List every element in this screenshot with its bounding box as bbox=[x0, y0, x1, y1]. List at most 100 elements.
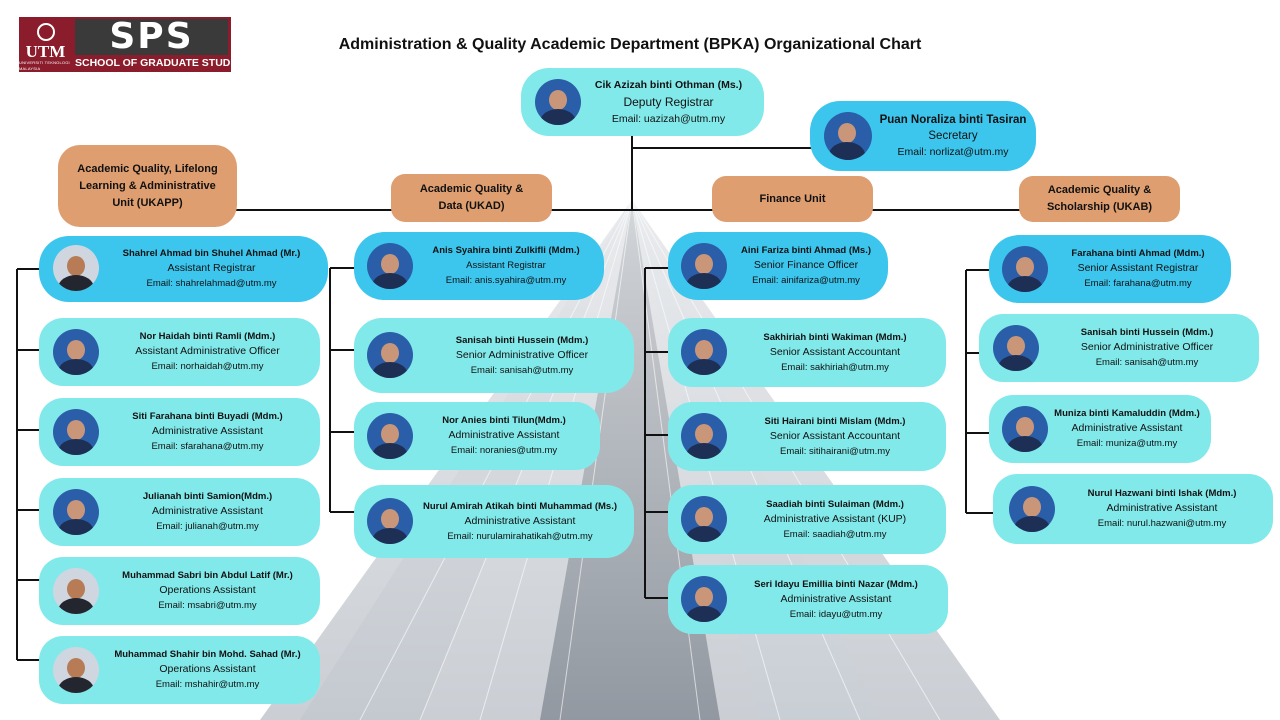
staff-photo bbox=[681, 413, 727, 459]
staff-card-ukad-1: Sanisah binti Hussein (Mdm.) Senior Admin… bbox=[354, 318, 634, 393]
staff-photo bbox=[53, 568, 99, 614]
person-name: Puan Noraliza binti Tasiran bbox=[879, 113, 1027, 126]
person-role: Operations Assistant bbox=[159, 584, 256, 596]
person-role: Senior Assistant Accountant bbox=[769, 429, 901, 442]
person-role: Senior Assistant Registrar bbox=[1077, 262, 1199, 274]
person-name: Julianah binti Samion(Mdm.) bbox=[142, 491, 273, 502]
person-email: Email: anis.syahira@utm.my bbox=[445, 275, 567, 286]
person-email: Email: sakhiriah@utm.my bbox=[781, 361, 889, 373]
person-name: Sakhiriah binti Wakiman (Mdm.) bbox=[763, 331, 907, 343]
staff-card-ukab-3: Nurul Hazwani binti Ishak (Mdm.) Administ… bbox=[993, 474, 1273, 544]
person-email: Email: julianah@utm.my bbox=[156, 521, 259, 532]
person-role: Deputy Registrar bbox=[623, 94, 714, 109]
staff-card-finance-3: Saadiah binti Sulaiman (Mdm.)Administrat… bbox=[668, 485, 946, 554]
staff-photo bbox=[53, 489, 99, 535]
staff-photo bbox=[1002, 406, 1048, 452]
secretary-card: Puan Noraliza binti Tasiran Secretary Em… bbox=[810, 101, 1036, 171]
person-email: Email: muniza@utm.my bbox=[1076, 438, 1178, 449]
sps-logo[interactable]: UTM UNIVERSITI TEKNOLOGI MALAYSIA SPS SC… bbox=[19, 17, 248, 72]
staff-photo bbox=[824, 112, 872, 160]
staff-photo bbox=[53, 245, 99, 291]
person-role: Senior Administrative Officer bbox=[455, 348, 589, 361]
person-name: Nurul Hazwani binti Ishak (Mdm.) bbox=[1087, 488, 1237, 499]
staff-photo bbox=[681, 496, 727, 542]
person-role: Assistant Administrative Officer bbox=[135, 345, 280, 357]
staff-photo bbox=[681, 329, 727, 375]
staff-card-ukapp-0: Shahrel Ahmad bin Shuhel Ahmad (Mr.) Assi… bbox=[39, 236, 328, 302]
person-role: Administrative Assistant bbox=[1106, 502, 1218, 514]
person-name: Seri Idayu Emillia binti Nazar (Mdm.) bbox=[754, 578, 918, 590]
staff-photo bbox=[53, 409, 99, 455]
person-role: Administrative Assistant bbox=[464, 514, 576, 527]
person-email: Email: sfarahana@utm.my bbox=[151, 441, 264, 452]
staff-card-ukapp-1: Nor Haidah binti Ramli (Mdm.) Assistant A… bbox=[39, 318, 320, 386]
staff-card-ukad-0: Anis Syahira binti Zulkifli (Mdm.)Assist… bbox=[354, 232, 604, 300]
person-role: Administrative Assistant bbox=[448, 429, 560, 441]
staff-card-ukapp-2: Siti Farahana binti Buyadi (Mdm.) Adminis… bbox=[39, 398, 320, 466]
staff-photo bbox=[535, 79, 581, 125]
person-email: Email: mshahir@utm.my bbox=[155, 679, 260, 690]
staff-card-ukad-3: Nurul Amirah Atikah binti Muhammad (Ms.)… bbox=[354, 485, 634, 558]
staff-photo bbox=[681, 243, 727, 289]
staff-photo bbox=[367, 243, 413, 289]
staff-card-ukapp-4: Muhammad Sabri bin Abdul Latif (Mr.) Oper… bbox=[39, 557, 320, 625]
person-name: Cik Azizah binti Othman (Ms.) bbox=[594, 78, 743, 91]
sps-subtitle: SCHOOL OF GRADUATE STUDIES bbox=[75, 57, 248, 69]
person-email: Email: noranies@utm.my bbox=[450, 445, 558, 456]
person-role: Administrative Assistant bbox=[780, 592, 892, 605]
person-role: Senior Administrative Officer bbox=[1080, 341, 1214, 353]
person-role: Assistant Registrar bbox=[167, 262, 256, 274]
person-role: Assistant Registrar bbox=[466, 260, 546, 271]
utm-subtitle: UNIVERSITI TEKNOLOGI MALAYSIA bbox=[19, 60, 70, 71]
utm-crest-icon bbox=[36, 23, 55, 41]
person-email: Email: norlizat@utm.my bbox=[897, 145, 1009, 158]
staff-card-finance-0: Aini Fariza binti Ahmad (Ms.)Senior Fina… bbox=[668, 232, 888, 300]
unit-ukad: Academic Quality & Data (UKAD) bbox=[391, 174, 552, 222]
person-email: Email: saadiah@utm.my bbox=[783, 528, 887, 540]
staff-photo bbox=[367, 332, 413, 378]
person-name: Sanisah binti Hussein (Mdm.) bbox=[455, 334, 589, 346]
staff-card-ukab-1: Sanisah binti Hussein (Mdm.)Senior Admin… bbox=[979, 314, 1259, 382]
person-name: Siti Hairani binti Mislam (Mdm.) bbox=[764, 415, 906, 427]
person-name: Shahrel Ahmad bin Shuhel Ahmad (Mr.) bbox=[122, 248, 301, 259]
person-email: Email: msabri@utm.my bbox=[158, 600, 257, 611]
staff-photo bbox=[367, 498, 413, 544]
staff-card-ukab-0: Farahana binti Ahmad (Mdm.)Senior Assist… bbox=[989, 235, 1231, 303]
person-name: Muhammad Sabri bin Abdul Latif (Mr.) bbox=[122, 570, 293, 581]
staff-card-ukapp-5: Muhammad Shahir bin Mohd. Sahad (Mr.)Ope… bbox=[39, 636, 320, 704]
staff-card-finance-1: Sakhiriah binti Wakiman (Mdm.) Senior Ass… bbox=[668, 318, 946, 387]
deputy-registrar-card: Cik Azizah binti Othman (Ms.) Deputy Reg… bbox=[521, 68, 764, 136]
utm-wordmark: UTM bbox=[25, 42, 66, 61]
staff-card-finance-4: Seri Idayu Emillia binti Nazar (Mdm.) Adm… bbox=[668, 565, 948, 634]
person-name: Nor Anies binti Tilun(Mdm.) bbox=[442, 415, 566, 426]
person-name: Siti Farahana binti Buyadi (Mdm.) bbox=[132, 411, 283, 422]
person-email: Email: ainifariza@utm.my bbox=[752, 275, 860, 286]
person-name: Nurul Amirah Atikah binti Muhammad (Ms.) bbox=[422, 500, 618, 512]
person-role: Administrative Assistant bbox=[152, 425, 263, 437]
person-email: Email: nurulamirahatikah@utm.my bbox=[447, 530, 593, 542]
person-name: Nor Haidah binti Ramli (Mdm.) bbox=[139, 331, 276, 342]
person-name: Muhammad Shahir bin Mohd. Sahad (Mr.) bbox=[114, 649, 301, 660]
page-title: Administration & Quality Academic Depart… bbox=[338, 36, 922, 53]
unit-ukab: Academic Quality & Scholarship (UKAB) bbox=[1019, 176, 1180, 222]
person-role: Administrative Assistant bbox=[152, 505, 263, 517]
staff-photo bbox=[53, 329, 99, 375]
person-role: Senior Assistant Accountant bbox=[769, 345, 901, 358]
staff-photo bbox=[1009, 486, 1055, 532]
staff-photo bbox=[993, 325, 1039, 371]
staff-photo bbox=[681, 576, 727, 622]
person-email: Email: norhaidah@utm.my bbox=[151, 361, 264, 372]
person-name: Saadiah binti Sulaiman (Mdm.) bbox=[766, 498, 904, 510]
person-name: Muniza binti Kamaluddin (Mdm.) bbox=[1054, 408, 1200, 419]
sps-wordmark: SPS bbox=[75, 19, 228, 55]
person-email: Email: uazizah@utm.my bbox=[611, 112, 726, 125]
staff-photo bbox=[1002, 246, 1048, 292]
person-email: Email: idayu@utm.my bbox=[789, 608, 883, 620]
person-name: Aini Fariza binti Ahmad (Ms.) bbox=[740, 245, 871, 256]
staff-card-ukab-2: Muniza binti Kamaluddin (Mdm.)Administra… bbox=[989, 395, 1211, 463]
utm-logo: UTM UNIVERSITI TEKNOLOGI MALAYSIA bbox=[19, 17, 72, 72]
person-email: Email: nurul.hazwani@utm.my bbox=[1097, 518, 1227, 529]
person-email: Email: sitihairani@utm.my bbox=[780, 445, 890, 457]
person-email: Email: sanisah@utm.my bbox=[470, 364, 574, 376]
